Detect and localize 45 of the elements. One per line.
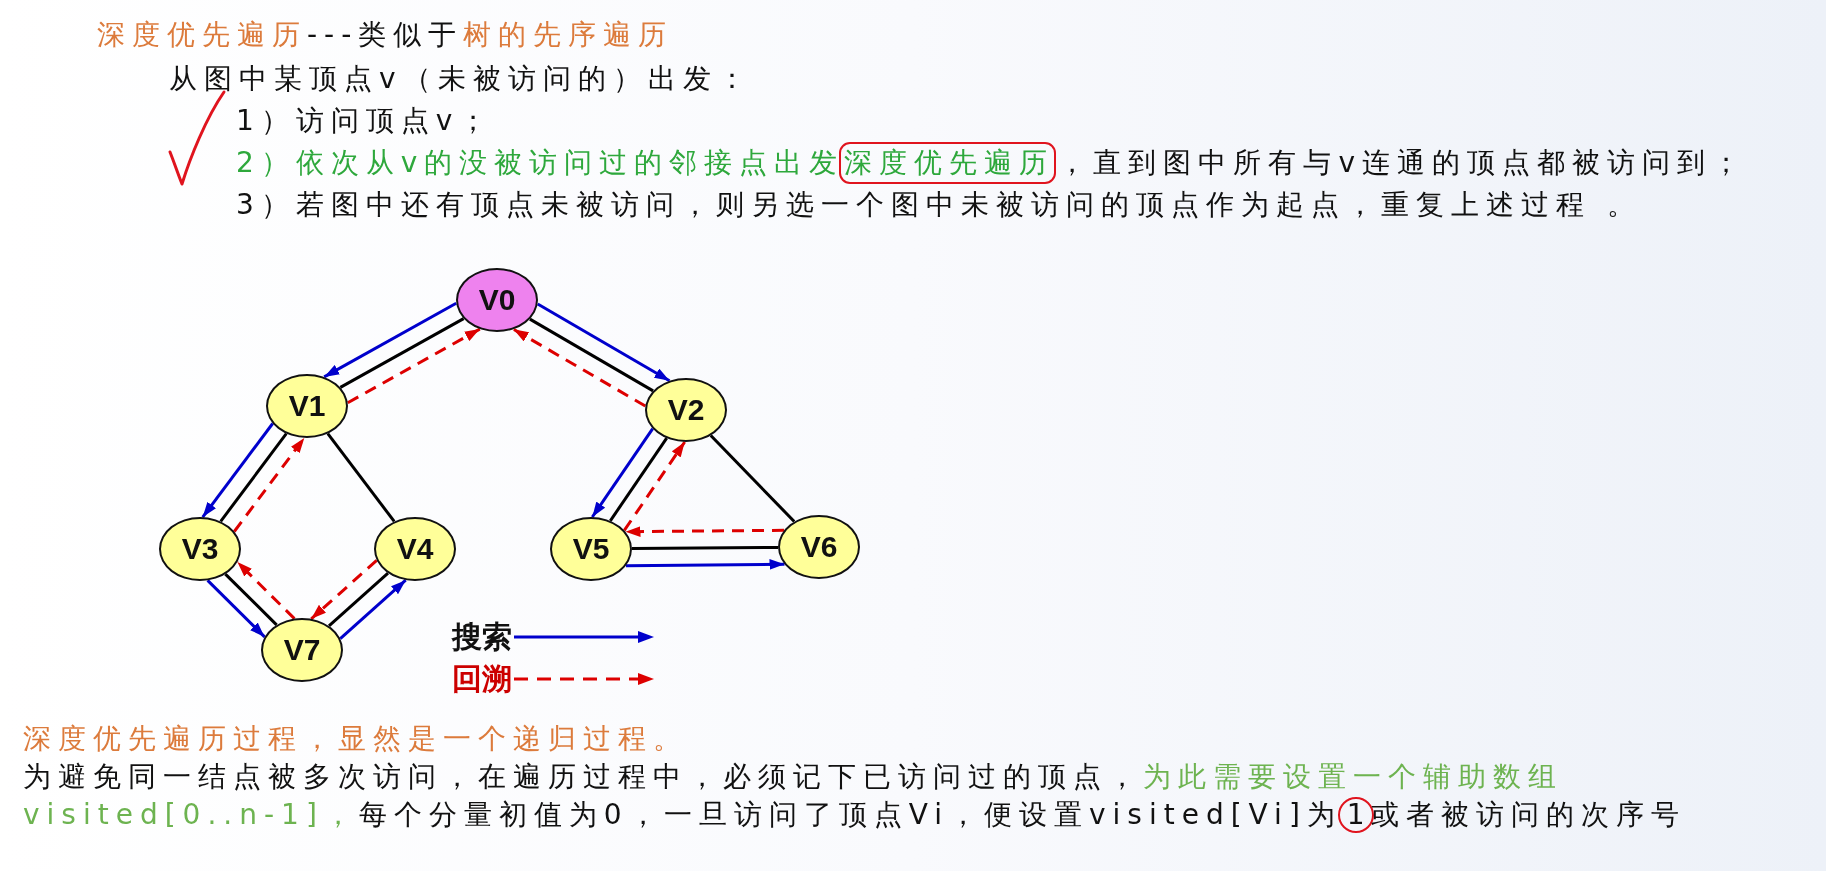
- arrow: [626, 559, 785, 570]
- heading-text: 深度优先遍历: [97, 17, 307, 53]
- edge-line: [632, 545, 778, 551]
- heading-text: ---类似于: [307, 17, 464, 53]
- dashed-arrow: [623, 441, 686, 532]
- edge-line: [326, 432, 396, 523]
- dashed-arrow: [233, 437, 306, 533]
- edge-line: [529, 317, 654, 393]
- dashed-arrow: [236, 561, 296, 620]
- legend-label: 回溯: [452, 660, 512, 698]
- list-item-text: 3）若图中还有顶点未被访问，则另选一个图中未被访问的顶点作为起点，重复上述过程 。: [236, 187, 1642, 223]
- arrow: [591, 427, 654, 518]
- code-text: visited[0..n-1]，: [23, 797, 359, 833]
- vertex-ellipse: V5: [550, 517, 632, 581]
- list-item-text: 1）访问顶点v；: [236, 103, 495, 139]
- dashed-arrow: [625, 526, 784, 537]
- vertex-ellipse: V6: [778, 515, 860, 579]
- arrow: [201, 422, 274, 518]
- paragraph-text: 从图中某顶点v（未被访问的）出发：: [169, 61, 753, 97]
- list-item-text: ，直到图中所有与v连通的顶点都被访问到；: [1058, 145, 1747, 181]
- arrow: [339, 579, 407, 640]
- vertex-ellipse: V2: [645, 378, 727, 442]
- dashed-arrow: [310, 559, 378, 620]
- edge-line: [224, 573, 278, 626]
- edge-line: [609, 437, 668, 522]
- arrow: [323, 302, 457, 379]
- vertex-ellipse: V3: [159, 517, 241, 581]
- dashed-arrow: [347, 327, 481, 404]
- edge-line: [709, 434, 796, 523]
- vertex-ellipse: V0: [456, 268, 538, 332]
- paragraph-text: 为避免同一结点被多次访问，在遍历过程中，必须记下已访问过的顶点，: [23, 759, 1143, 795]
- arrow: [206, 579, 266, 638]
- edge-line: [339, 317, 465, 389]
- edge-line: [328, 572, 389, 627]
- heading-text: 树的先序遍历: [463, 17, 674, 53]
- vertex-ellipse: V1: [266, 374, 348, 438]
- dashed-arrow: [512, 328, 647, 408]
- arrow: [536, 302, 671, 382]
- vertex-ellipse: V4: [374, 517, 456, 581]
- vertex-ellipse: V7: [261, 618, 343, 682]
- edge-line: [219, 432, 288, 523]
- note-text: 深度优先遍历过程，显然是一个递归过程。: [23, 721, 688, 757]
- circled-text: 深度优先遍历: [839, 142, 1057, 184]
- legend-label: 搜索: [452, 618, 512, 656]
- paragraph-text: 为此需要设置一个辅助数组: [1143, 759, 1563, 795]
